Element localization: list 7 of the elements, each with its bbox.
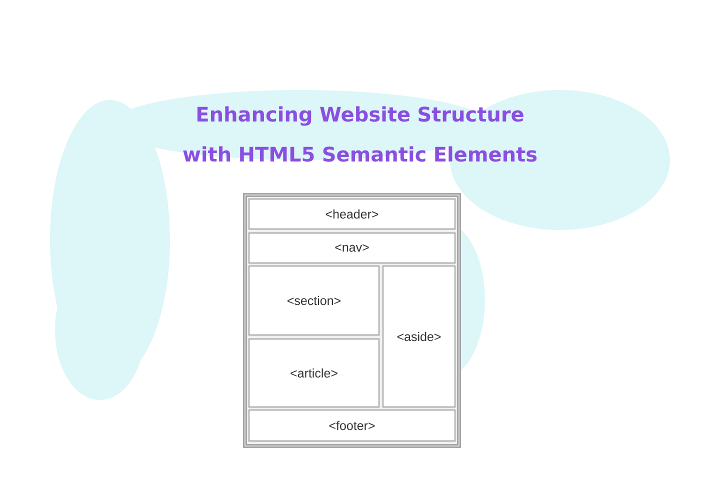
layout-box: <section> [248, 265, 380, 336]
layout-box: <nav> [248, 232, 456, 264]
title: Enhancing Website Structure with HTML5 Semantic Elements [183, 106, 537, 162]
layout-box: <footer> [248, 409, 456, 442]
layout-box: <header> [248, 198, 456, 230]
layout-box: <aside> [382, 265, 456, 408]
layout-box: <article> [248, 338, 380, 408]
